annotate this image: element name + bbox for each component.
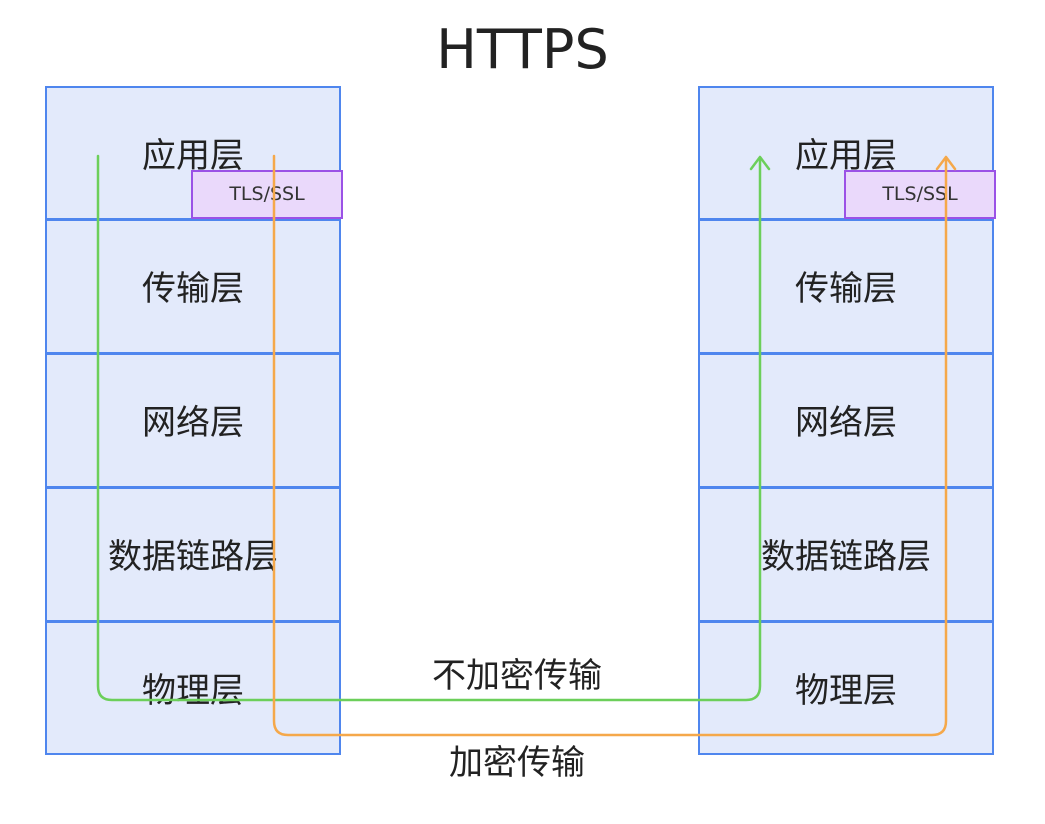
layer-label: 物理层 <box>142 671 244 711</box>
right-layer-application: 应用层 TLS/SSL <box>698 86 996 220</box>
diagram-title: HTTPS <box>436 18 609 81</box>
right-layer-data-link: 数据链路层 <box>698 487 994 622</box>
layer-label: 物理层 <box>795 671 897 711</box>
right-tls-ssl-box: TLS/SSL <box>844 170 996 219</box>
right-layer-physical: 物理层 <box>698 621 994 755</box>
left-layer-data-link: 数据链路层 <box>45 487 341 622</box>
layer-label: 数据链路层 <box>761 537 931 577</box>
layer-label: 传输层 <box>795 269 897 309</box>
encrypted-route-label: 加密传输 <box>449 743 585 783</box>
left-protocol-stack: 应用层 TLS/SSL 传输层 网络层 数据链路层 物理层 <box>45 86 343 755</box>
right-layer-transport: 传输层 <box>698 219 994 354</box>
layer-label: 数据链路层 <box>108 537 278 577</box>
left-layer-network: 网络层 <box>45 353 341 488</box>
left-tls-ssl-box: TLS/SSL <box>191 170 343 219</box>
layer-label: 网络层 <box>795 403 897 443</box>
layer-label: 网络层 <box>142 403 244 443</box>
unencrypted-route-label: 不加密传输 <box>432 656 602 696</box>
right-layer-network: 网络层 <box>698 353 994 488</box>
left-layer-transport: 传输层 <box>45 219 341 354</box>
right-protocol-stack: 应用层 TLS/SSL 传输层 网络层 数据链路层 物理层 <box>698 86 996 755</box>
layer-label: 传输层 <box>142 269 244 309</box>
left-layer-physical: 物理层 <box>45 621 341 755</box>
left-layer-application: 应用层 TLS/SSL <box>45 86 343 220</box>
